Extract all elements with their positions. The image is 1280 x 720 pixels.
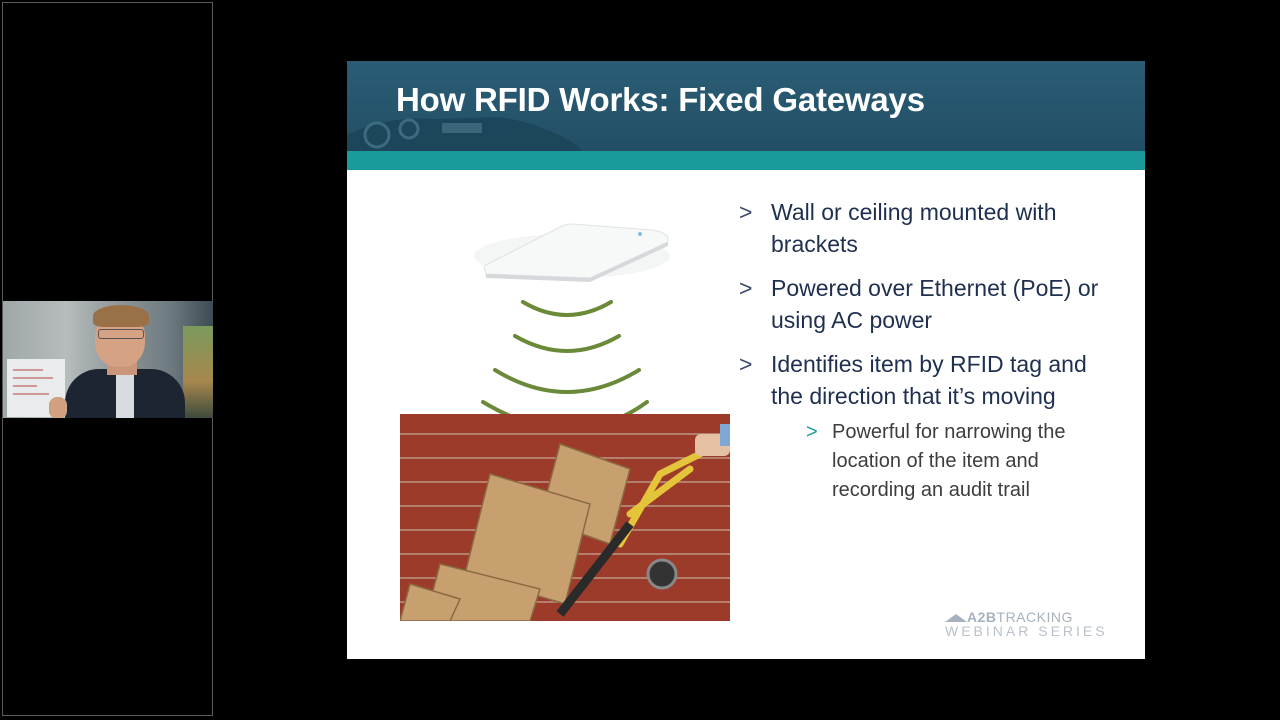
wave-2 (513, 334, 621, 353)
hand-truck-photo (400, 414, 730, 621)
sub-bullet-chevron: > (806, 421, 818, 443)
presenter-hair (93, 305, 149, 327)
brick-wall-illustration (400, 414, 730, 621)
presenter-hand (49, 397, 67, 418)
bullet-text: Powered over Ethernet (PoE) or using AC … (771, 275, 1099, 333)
brand-mark-icon (945, 614, 967, 623)
glasses (98, 329, 144, 339)
bullet-item: > Powered over Ethernet (PoE) or using A… (739, 272, 1109, 336)
accent-bar (347, 151, 1145, 170)
bullet-text: Identifies item by RFID tag and the dire… (771, 351, 1087, 409)
window (183, 326, 213, 418)
wave-1 (521, 300, 613, 317)
brand-name-bold: A2B (967, 609, 997, 625)
slide-title: How RFID Works: Fixed Gateways (396, 81, 925, 118)
bullet-list: > Wall or ceiling mounted with brackets … (739, 196, 1109, 517)
brand-series: WEBINAR SERIES (945, 623, 1108, 639)
brand-name-light: TRACKING (996, 609, 1073, 625)
sub-bullet-item: > Powerful for narrowing the location of… (806, 418, 1109, 505)
presenter-video[interactable] (3, 301, 213, 418)
presentation-slide: How RFID Works: Fixed Gateways (347, 61, 1145, 659)
brand-name: A2BTRACKING (945, 609, 1115, 625)
bullet-chevron: > (739, 275, 753, 301)
bullet-text: Wall or ceiling mounted with brackets (771, 199, 1057, 257)
sub-bullet-list: > Powerful for narrowing the location of… (771, 418, 1109, 505)
bullet-item: > Wall or ceiling mounted with brackets (739, 196, 1109, 260)
bullet-chevron: > (739, 199, 753, 225)
brand-logo: A2BTRACKING WEBINAR SERIES (945, 609, 1115, 639)
header-machine-graphic (347, 117, 583, 151)
bullet-chevron: > (739, 351, 753, 377)
rfid-reader-image (474, 223, 670, 282)
slide-header: How RFID Works: Fixed Gateways (347, 61, 1145, 151)
presenter-shirt (116, 369, 134, 418)
wave-3 (493, 368, 641, 394)
sub-bullet-text: Powerful for narrowing the location of t… (832, 421, 1066, 501)
bullet-item: > Identifies item by RFID tag and the di… (739, 348, 1109, 505)
